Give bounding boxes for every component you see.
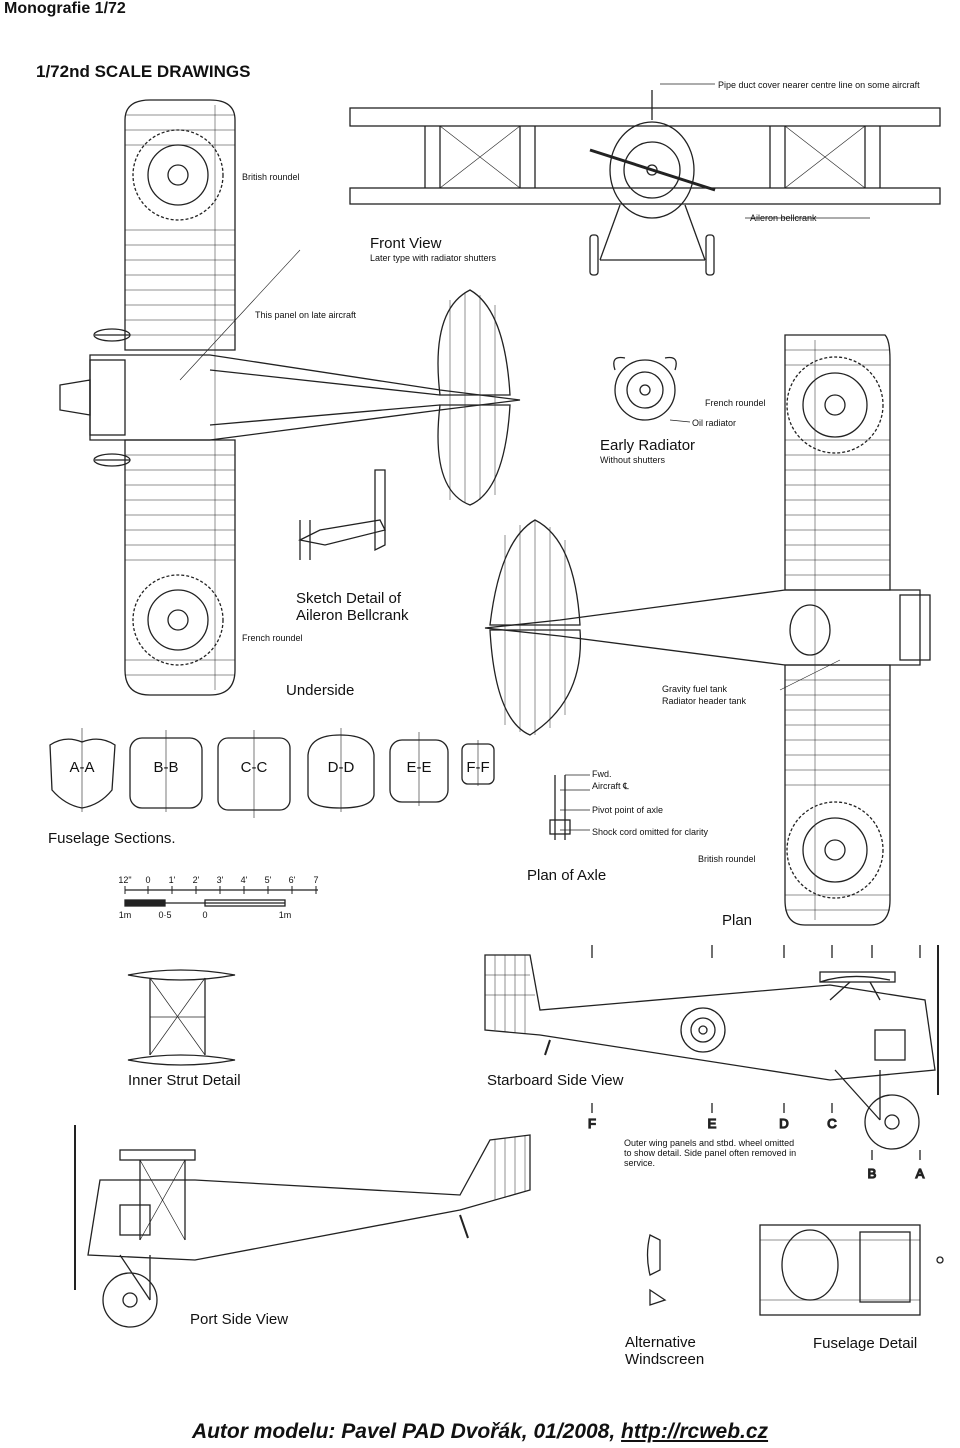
label-alt-windscreen-1: Alternative [625, 1334, 696, 1351]
label-plan-of-axle: Plan of Axle [527, 867, 607, 884]
scale-imperial-label: 1' [169, 875, 176, 885]
label-french-roundel-under: French roundel [242, 633, 303, 643]
scale-imperial-label: 2' [193, 875, 200, 885]
label-oil-radiator: Oil radiator [692, 418, 737, 428]
section-label: F-F [466, 759, 489, 776]
page-header: Monografie 1/72 [4, 0, 126, 17]
starboard-side-view [484, 945, 939, 1150]
station-letter: E [708, 1116, 717, 1131]
station-letter: C [827, 1116, 836, 1131]
underside-view [59, 99, 521, 696]
label-plan: Plan [722, 912, 753, 929]
section-label: C-C [241, 759, 268, 776]
scale-imperial-label: 5' [265, 875, 272, 885]
label-early-radiator-sub: Without shutters [600, 455, 666, 465]
label-shock-cord: Shock cord omitted for clarity [592, 827, 709, 837]
station-letter: B [868, 1166, 877, 1181]
label-radiator-header: Radiator header tank [662, 696, 747, 706]
label-sketch-detail-2: Aileron Bellcrank [296, 607, 409, 624]
early-radiator-detail [613, 356, 691, 423]
label-aileron-bellcrank: Aileron bellcrank [750, 213, 817, 223]
scale-metric-label: 0·5 [158, 910, 171, 920]
scale-imperial-label: 3' [217, 875, 224, 885]
scale-bar [124, 886, 318, 907]
label-fwd: Fwd. [592, 769, 612, 779]
scale-imperial-label: 0 [145, 875, 150, 885]
label-gravity-tank: Gravity fuel tank [662, 684, 728, 694]
plan-view [484, 334, 931, 926]
fuselage-detail [759, 1224, 944, 1316]
label-sketch-detail-1: Sketch Detail of [296, 590, 402, 607]
station-marks: F E D C B A [587, 945, 925, 1182]
section-label: D-D [328, 759, 355, 776]
sheet-title: 1/72nd SCALE DRAWINGS [36, 62, 251, 81]
label-fuselage-detail: Fuselage Detail [813, 1335, 918, 1352]
label-british-roundel-plan: British roundel [698, 854, 756, 864]
label-inner-strut: Inner Strut Detail [128, 1072, 241, 1089]
fuselage-sections [49, 728, 495, 818]
footer-link[interactable]: http://rcweb.cz [621, 1420, 769, 1443]
inner-strut-detail [127, 969, 236, 1066]
aileron-bellcrank-sketch [298, 469, 386, 560]
label-fuselage-sections: Fuselage Sections. [48, 830, 176, 847]
label-early-radiator: Early Radiator [600, 437, 696, 454]
station-letter: F [588, 1116, 596, 1131]
label-front-view: Front View [370, 235, 442, 252]
station-letter: D [779, 1116, 788, 1131]
label-underside: Underside [286, 682, 355, 699]
label-outer-note: Outer wing panels and stbd. wheel omitte… [624, 1138, 797, 1168]
scale-imperial-label: 4' [241, 875, 248, 885]
alternative-windscreen [646, 1234, 667, 1306]
scale-metric-label: 1m [119, 910, 132, 920]
label-british-roundel-top: British roundel [242, 172, 300, 182]
section-label: B-B [153, 759, 178, 776]
plan-of-axle-detail [549, 774, 590, 840]
fuselage-section-labels: A-A B-B C-C D-D E-E F-F [69, 759, 489, 776]
scale-metric-label: 0 [202, 910, 207, 920]
front-view [349, 83, 941, 276]
station-letter: A [916, 1166, 925, 1181]
label-pipe-duct: Pipe duct cover nearer centre line on so… [718, 80, 920, 90]
label-port-side: Port Side View [190, 1311, 289, 1328]
port-side-view [74, 1125, 531, 1328]
section-label: E-E [406, 759, 431, 776]
footer-prefix: Autor modelu: Pavel PAD Dvořák, 01/2008, [191, 1420, 622, 1443]
scale-imperial-label: 7 [313, 875, 318, 885]
label-aircraft-cl: Aircraft ℄ [592, 781, 629, 791]
scale-imperial-label: 12" [118, 875, 131, 885]
footer-credit: Autor modelu: Pavel PAD Dvořák, 01/2008,… [0, 1420, 960, 1444]
scale-imperial-label: 6' [289, 875, 296, 885]
label-pivot: Pivot point of axle [592, 805, 664, 815]
scale-labels: 12" 0 1' 2' 3' 4' 5' 6' 7 1m 0·5 0 1m [118, 875, 318, 920]
label-starboard-side: Starboard Side View [487, 1072, 624, 1089]
label-this-panel: This panel on late aircraft [255, 310, 357, 320]
section-label: A-A [69, 759, 94, 776]
label-alt-windscreen-2: Windscreen [625, 1351, 705, 1368]
label-french-roundel-plan: French roundel [705, 398, 766, 408]
scale-metric-label: 1m [279, 910, 292, 920]
label-front-view-sub: Later type with radiator shutters [370, 253, 497, 263]
